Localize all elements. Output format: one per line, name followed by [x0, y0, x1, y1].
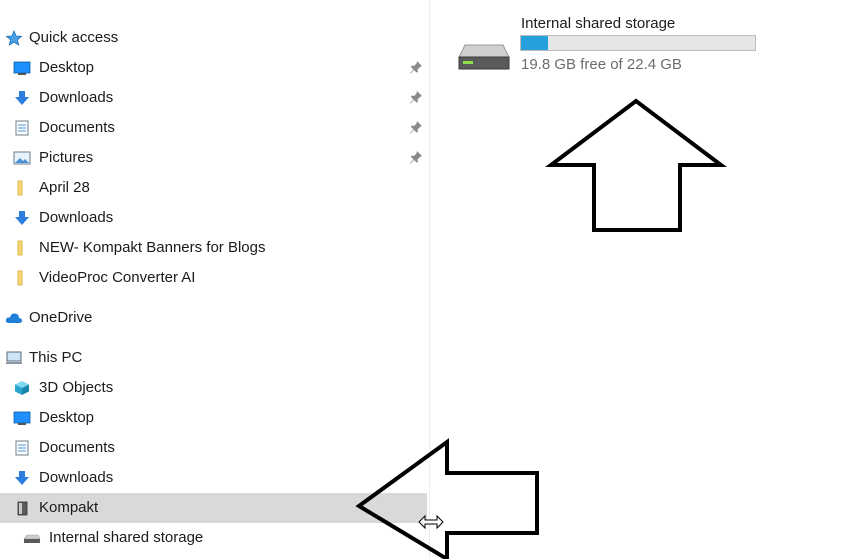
nav-item[interactable]: VideoProc Converter AI [0, 263, 427, 293]
download-arrow-icon [15, 91, 29, 105]
nav-item-label: Downloads [39, 89, 114, 106]
nav-item[interactable]: 3D Objects [0, 373, 427, 403]
nav-item[interactable]: This PC [0, 343, 427, 373]
nav-item[interactable]: Documents [0, 113, 427, 143]
picture-icon [13, 151, 31, 165]
nav-item[interactable]: NEW- Kompakt Banners for Blogs [0, 233, 427, 263]
drive-free-space: 19.8 GB free of 22.4 GB [521, 56, 682, 73]
nav-item-label: Documents [39, 439, 115, 456]
nav-item-label: Desktop [39, 59, 95, 76]
drive-usage-bar [520, 35, 756, 51]
up-arrow-annotation [545, 98, 727, 232]
download-arrow-icon [15, 471, 29, 485]
resize-cursor-icon [418, 514, 444, 530]
nav-item[interactable]: Kompakt [0, 493, 427, 523]
nav-item-label: Documents [39, 119, 115, 136]
nav-item[interactable]: Documents [0, 433, 427, 463]
nav-item-label: NEW- Kompakt Banners for Blogs [39, 239, 266, 256]
pin-icon[interactable] [409, 150, 423, 164]
folder-icon [17, 180, 23, 196]
nav-item-label: Kompakt [39, 499, 99, 516]
download-arrow-icon [15, 211, 29, 225]
nav-item[interactable]: Pictures [0, 143, 427, 173]
computer-icon [6, 351, 22, 364]
nav-item[interactable]: Quick access [0, 23, 427, 53]
nav-item-label: Internal shared storage [49, 529, 204, 546]
drive-icon [458, 44, 510, 70]
nav-item-label: Pictures [39, 149, 94, 166]
folder-icon [17, 240, 23, 256]
cube-icon [15, 381, 29, 395]
desktop-icon [13, 411, 31, 425]
left-arrow-annotation [355, 438, 539, 559]
pin-icon[interactable] [409, 90, 423, 104]
nav-item-label: Desktop [39, 409, 95, 426]
nav-item[interactable]: Downloads [0, 203, 427, 233]
nav-item-label: VideoProc Converter AI [39, 269, 196, 286]
desktop-icon [13, 61, 31, 75]
nav-item-label: Downloads [39, 209, 114, 226]
document-icon [15, 440, 29, 456]
folder-icon [17, 270, 23, 286]
nav-item-label: 3D Objects [39, 379, 114, 396]
nav-item[interactable]: Downloads [0, 83, 427, 113]
nav-item-label: Quick access [29, 29, 119, 46]
nav-item-label: OneDrive [29, 309, 93, 326]
nav-item[interactable]: OneDrive [0, 303, 427, 333]
nav-item[interactable]: Internal shared storage [0, 523, 427, 553]
star-icon [5, 30, 23, 46]
drive-usage-fill [521, 36, 549, 50]
nav-item[interactable]: Desktop [0, 403, 427, 433]
nav-item-label: Downloads [39, 469, 114, 486]
cloud-icon [5, 313, 23, 323]
drive-icon [23, 534, 41, 543]
drive-title: Internal shared storage [521, 15, 676, 32]
nav-item-label: This PC [29, 349, 83, 366]
nav-item[interactable]: Desktop [0, 53, 427, 83]
document-icon [15, 120, 29, 136]
nav-item[interactable]: Downloads [0, 463, 427, 493]
nav-item-label: April 28 [39, 179, 90, 196]
nav-item[interactable]: April 28 [0, 173, 427, 203]
pin-icon[interactable] [409, 120, 423, 134]
pin-icon[interactable] [409, 60, 423, 74]
phone-device-icon [17, 501, 28, 516]
